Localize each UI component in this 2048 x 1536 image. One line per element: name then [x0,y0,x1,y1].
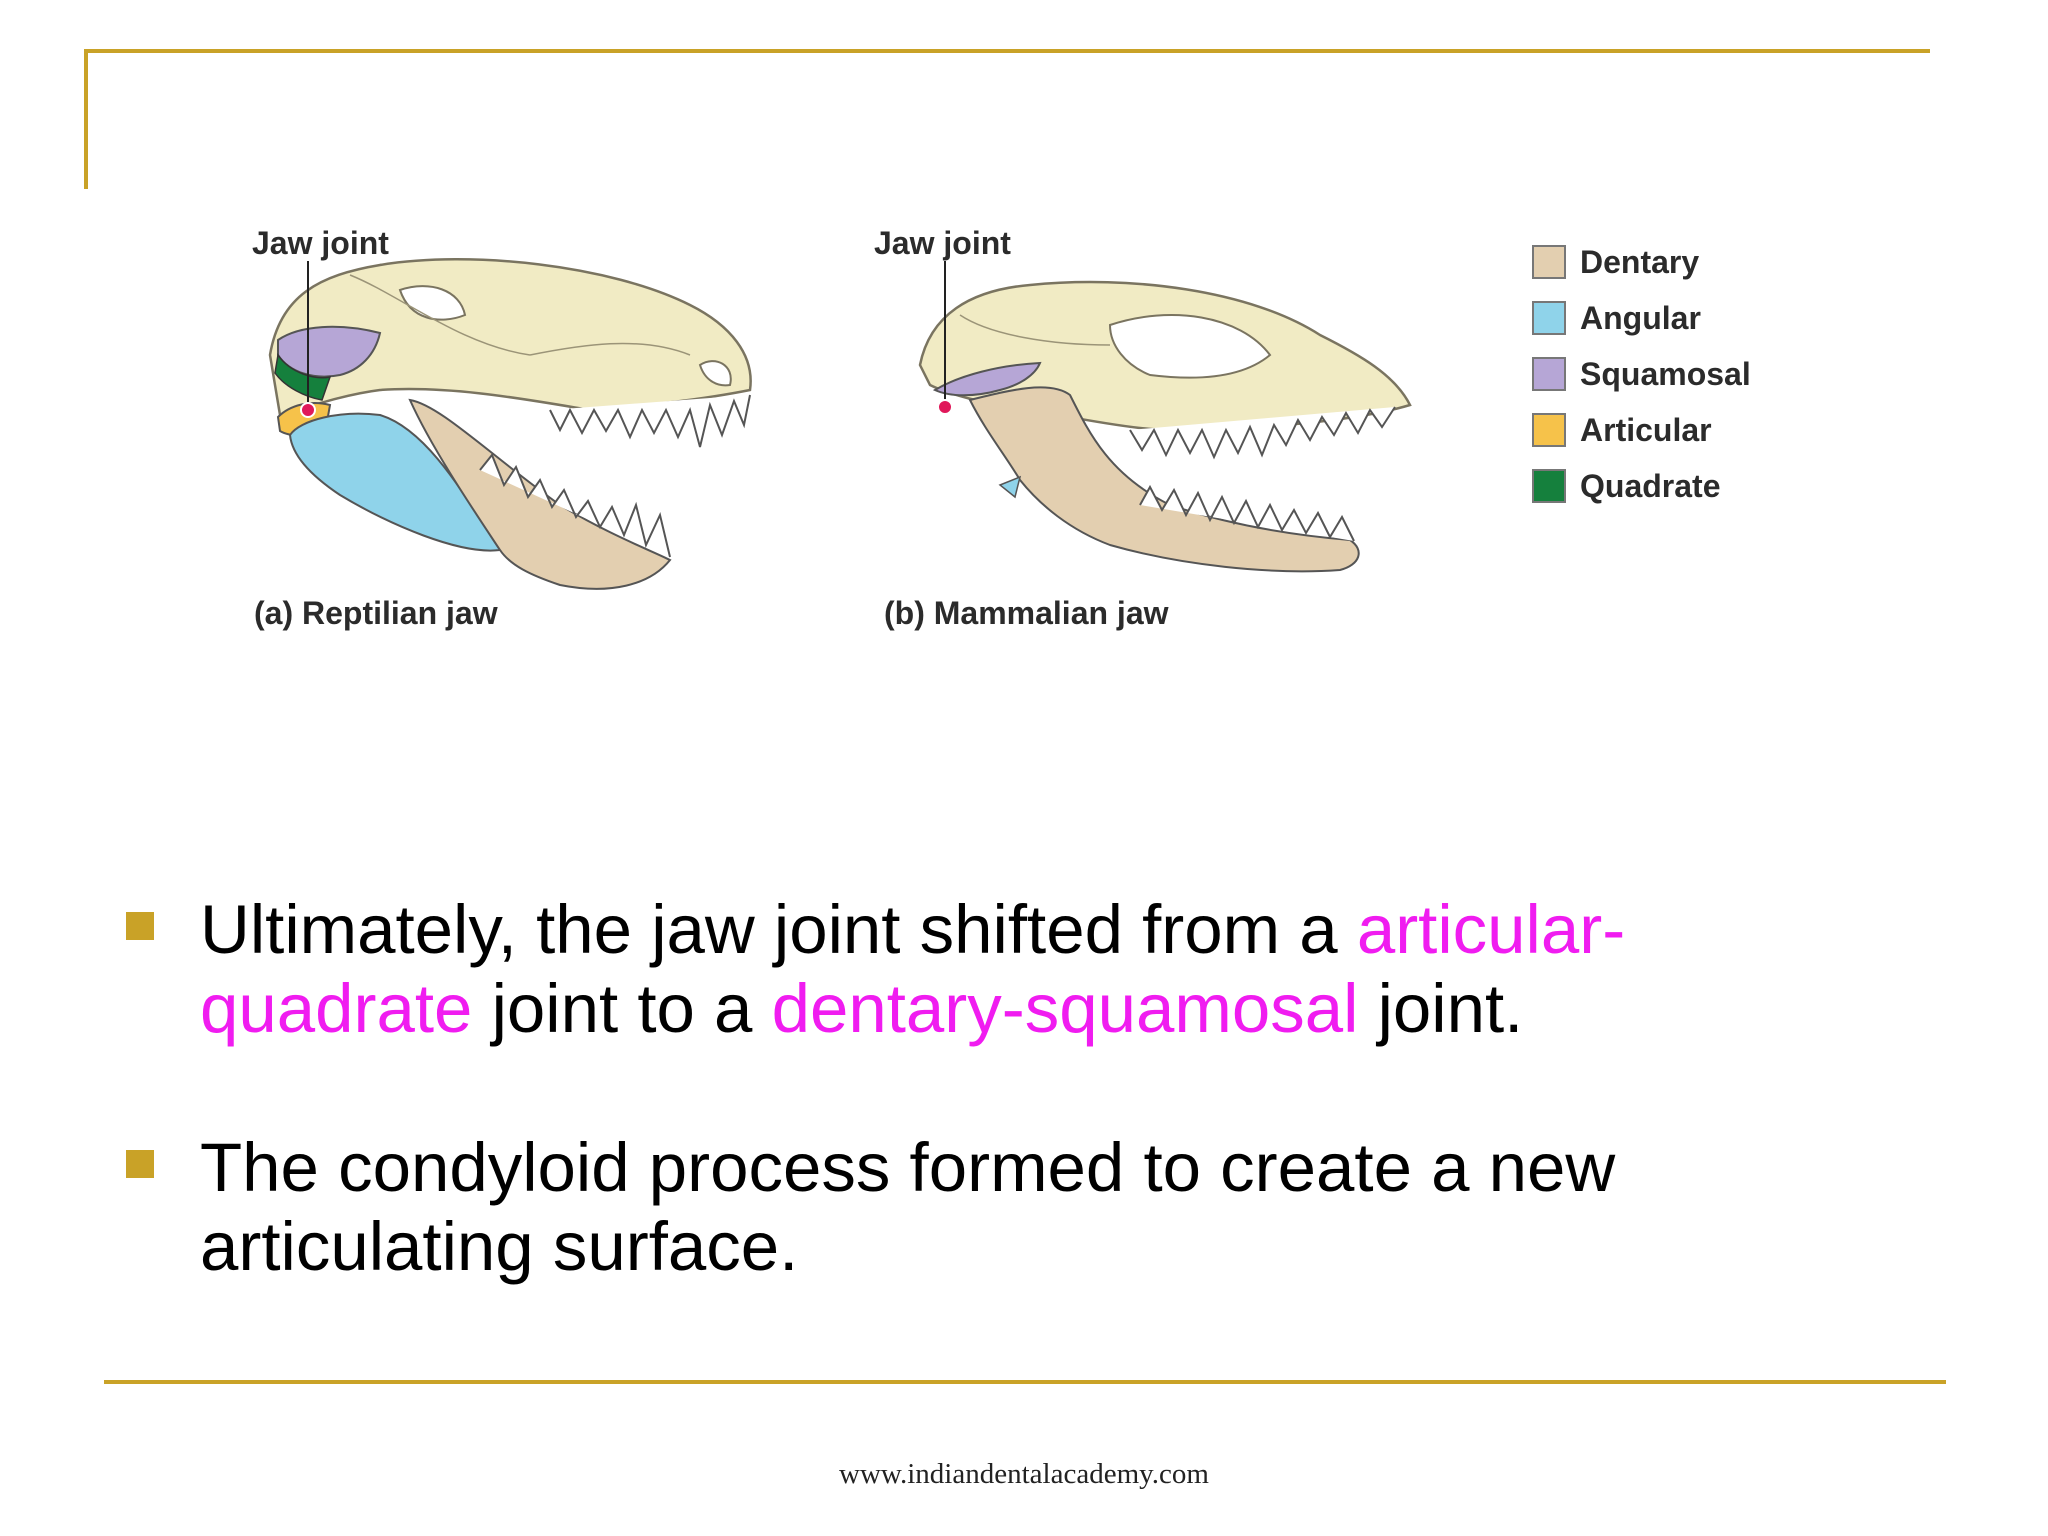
bullet-text: The condyloid process formed to create a… [200,1129,1616,1285]
slide-frame-bottom [104,1380,1946,1384]
legend-swatch-dentary [1532,245,1566,279]
bullet-item-condyloid: The condyloid process formed to create a… [126,1128,1786,1286]
legend-label-squamosal: Squamosal [1580,355,1751,392]
bullet-marker [126,1150,154,1178]
jaw-illustration [268,258,1412,590]
highlight-dentary-squamosal: dentary-squamosal [771,970,1359,1047]
legend-label-dentary: Dentary [1580,243,1700,280]
footer-website: www.indiandentalacademy.com [839,1458,1209,1490]
highlight-articular-quadrate: articular-quadrate [200,891,1626,1047]
mammalian-jaw-caption: (b) Mammalian jaw [884,595,1169,631]
legend-label-angular: Angular [1580,299,1701,336]
legend-swatch-articular [1532,413,1566,447]
legend-item-dentary: Dentary [1532,234,1751,290]
legend-item-articular: Articular [1532,402,1751,458]
jaw-comparison-figure: Jaw joint (a) Reptilian jaw Jaw joint (b… [230,205,1830,665]
reptilian-skull [268,258,752,590]
bullet-text-part: joint. [1358,970,1524,1047]
legend-swatch-quadrate [1532,469,1566,503]
legend-label-quadrate: Quadrate [1580,467,1721,504]
slide-frame-left [84,49,88,189]
bullet-item-joint-shift: Ultimately, the jaw joint shifted from a… [126,890,1786,1048]
legend-swatch-squamosal [1532,357,1566,391]
legend-item-angular: Angular [1532,290,1751,346]
legend-swatch-angular [1532,301,1566,335]
reptilian-jaw-joint-label: Jaw joint [252,225,389,261]
slide-frame-top [84,49,1930,53]
bullet-list: Ultimately, the jaw joint shifted from a… [126,890,1786,1366]
bullet-text-part: joint to a [472,970,772,1047]
bullet-text-part: Ultimately, the jaw joint shifted from a [200,891,1357,968]
legend-item-squamosal: Squamosal [1532,346,1751,402]
bone-legend: Dentary Angular Squamosal Articular Quad… [1532,234,1751,514]
reptilian-jaw-caption: (a) Reptilian jaw [254,595,498,631]
bullet-marker [126,912,154,940]
legend-label-articular: Articular [1580,411,1712,448]
mammalian-skull [918,261,1412,573]
legend-item-quadrate: Quadrate [1532,458,1751,514]
mammalian-jaw-joint-label: Jaw joint [874,225,1011,261]
